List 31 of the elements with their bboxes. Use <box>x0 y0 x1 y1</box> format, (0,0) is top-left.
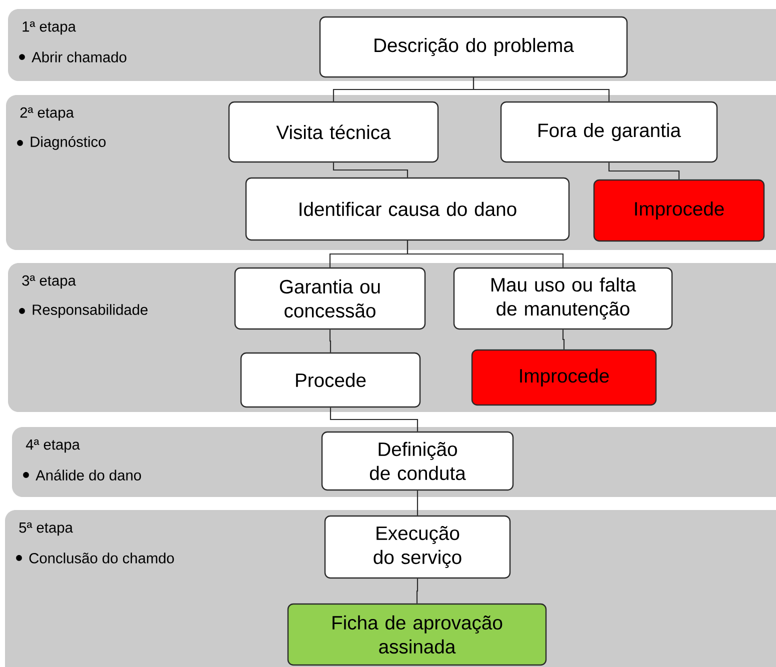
process-box: Ficha de aprovação assinada <box>287 603 547 666</box>
process-box: Garantia ou concessão <box>234 267 426 330</box>
connector-line <box>330 408 418 432</box>
process-box: Procede <box>240 352 421 408</box>
connector-line <box>562 330 565 350</box>
stage-heading: 5ª etapa <box>19 522 73 536</box>
process-box: Mau uso ou falta de manutenção <box>453 267 673 330</box>
bullet-item: Conclusão do chamdo <box>29 552 174 564</box>
connector-line <box>472 78 610 102</box>
stage-heading: 2ª etapa <box>20 107 74 121</box>
connector-line <box>416 578 418 604</box>
connector-line <box>608 162 680 180</box>
bullet-item: Responsabilidade <box>32 304 148 318</box>
process-box: Fora de garantia <box>500 101 718 163</box>
connector-line <box>416 490 418 516</box>
process-box: Improcede <box>471 349 657 406</box>
connector-line <box>332 162 408 178</box>
process-box: Improcede <box>593 179 765 242</box>
process-box: Definição de conduta <box>321 431 514 491</box>
process-box: Descrição do problema <box>319 16 628 78</box>
stage-heading: 3ª etapa <box>22 275 76 289</box>
stage-heading: 1ª etapa <box>22 21 76 35</box>
process-box: Execução do serviço <box>324 515 511 579</box>
bullet-item: Análide do dano <box>36 470 141 480</box>
stage-heading: 4ª etapa <box>26 439 80 453</box>
connector-line <box>406 240 564 268</box>
bullet-item: Abrir chamado <box>32 52 126 62</box>
process-box: Visita técnica <box>228 101 439 163</box>
bullet-item: Diagnóstico <box>30 136 106 150</box>
connector-line <box>329 330 332 352</box>
process-box: Identificar causa do dano <box>245 177 570 241</box>
